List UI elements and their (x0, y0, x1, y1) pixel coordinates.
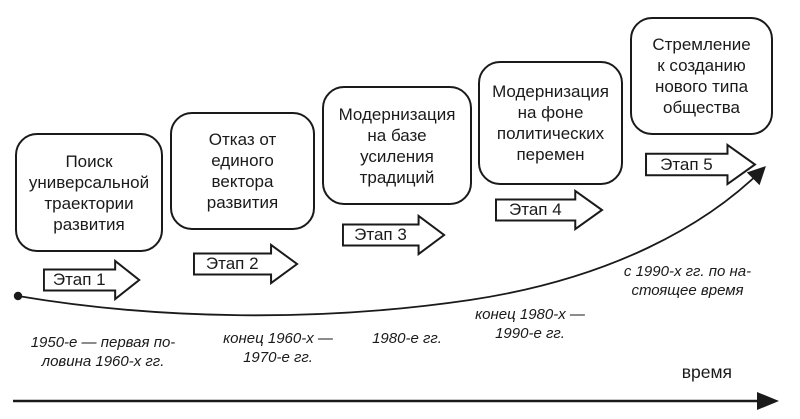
stage-box-2: Отказ от единого вектора развития (170, 112, 315, 230)
stage-box-5: Стремление к созданию нового типа общест… (630, 17, 773, 135)
period-label-1: 1950-е — первая по- ловина 1960-х гг. (30, 334, 176, 370)
stage-arrow-3: Этап 3 (342, 214, 446, 256)
right-arrow-icon (193, 243, 299, 285)
stage-arrow-2-label: Этап 2 (205, 254, 259, 273)
stage-arrow-5-label: Этап 5 (660, 154, 713, 174)
stage-arrow-1: Этап 1 (43, 259, 141, 301)
trajectory-curve (17, 166, 766, 317)
period-label-3: 1980-е гг. (372, 330, 442, 347)
period-label-5: с 1990-х гг. по на- стоящее время (623, 263, 752, 299)
stage-arrow-4-label: Этап 4 (509, 200, 562, 219)
stage-arrow-2: Этап 2 (193, 243, 299, 285)
time-axis-arrowhead-icon (757, 392, 779, 410)
stage-arrow-5: Этап 5 (645, 143, 757, 186)
stage-box-3: Модернизация на базе усиления традиций (322, 86, 472, 205)
stage-box-1: Поиск универсальной траектории развития (15, 133, 163, 252)
period-label-4: конец 1980-х — 1990-е гг. (475, 306, 585, 342)
right-arrow-icon (342, 214, 446, 256)
time-axis-label: время (681, 362, 732, 382)
right-arrow-icon (645, 143, 757, 186)
stage-arrow-4: Этап 4 (495, 189, 604, 231)
right-arrow-icon (495, 189, 604, 231)
stage-arrow-3-label: Этап 3 (354, 225, 407, 244)
stage-arrow-1-label: Этап 1 (52, 270, 106, 289)
stage-box-4: Модернизация на фоне политических переме… (478, 61, 623, 185)
right-arrow-icon (43, 259, 141, 301)
period-label-2: конец 1960-х — 1970-е гг. (223, 330, 333, 366)
